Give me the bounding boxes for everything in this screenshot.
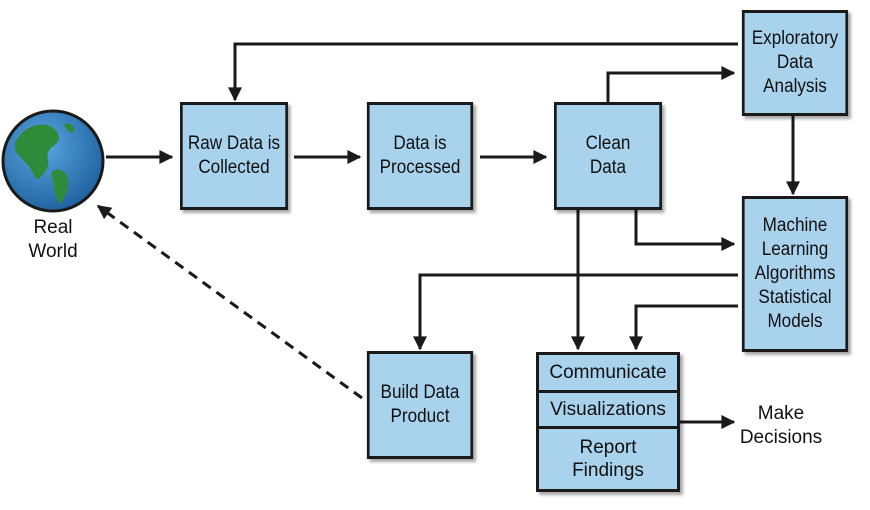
node-ml-label: Machine Learning Algorithms Statistical … (754, 215, 836, 332)
node-build-data-product: Build Data Product (366, 351, 474, 459)
node-clean-data: Clean Data (554, 102, 662, 210)
node-raw-data-collected: Raw Data is Collected (180, 102, 288, 210)
node-communicate-stack: Communicate Visualizations Report Findin… (536, 352, 680, 492)
node-exploratory-data-analysis: Exploratory Data Analysis (741, 10, 849, 116)
node-visualizations-label: Visualizations (539, 393, 677, 429)
arrow-ml-to-communicate (629, 304, 738, 351)
node-machine-learning-statistical-models: Machine Learning Algorithms Statistical … (741, 196, 849, 352)
arrow-clean-to-ml (634, 210, 736, 251)
earth-globe-icon (1, 109, 105, 213)
real-world-label: Real World (28, 217, 78, 262)
node-data-processed: Data is Processed (366, 102, 474, 210)
node-report-findings-label: Report Findings (572, 437, 644, 481)
node-eda-label: Exploratory Data Analysis (751, 28, 839, 97)
node-communicate-label: Communicate (539, 355, 677, 393)
arrow-eda-to-raw (228, 42, 738, 102)
node-processed-label: Data is Processed (379, 133, 461, 178)
node-build-label: Build Data Product (380, 382, 460, 427)
arrow-ml-to-build (413, 273, 738, 351)
node-clean-label: Clean Data (585, 133, 631, 178)
arrow-clean-to-eda (606, 66, 736, 102)
node-raw-data-label: Raw Data is Collected (187, 133, 281, 178)
make-decisions-label: Make Decisions (739, 403, 823, 448)
arrow-build-to-world (96, 204, 363, 400)
